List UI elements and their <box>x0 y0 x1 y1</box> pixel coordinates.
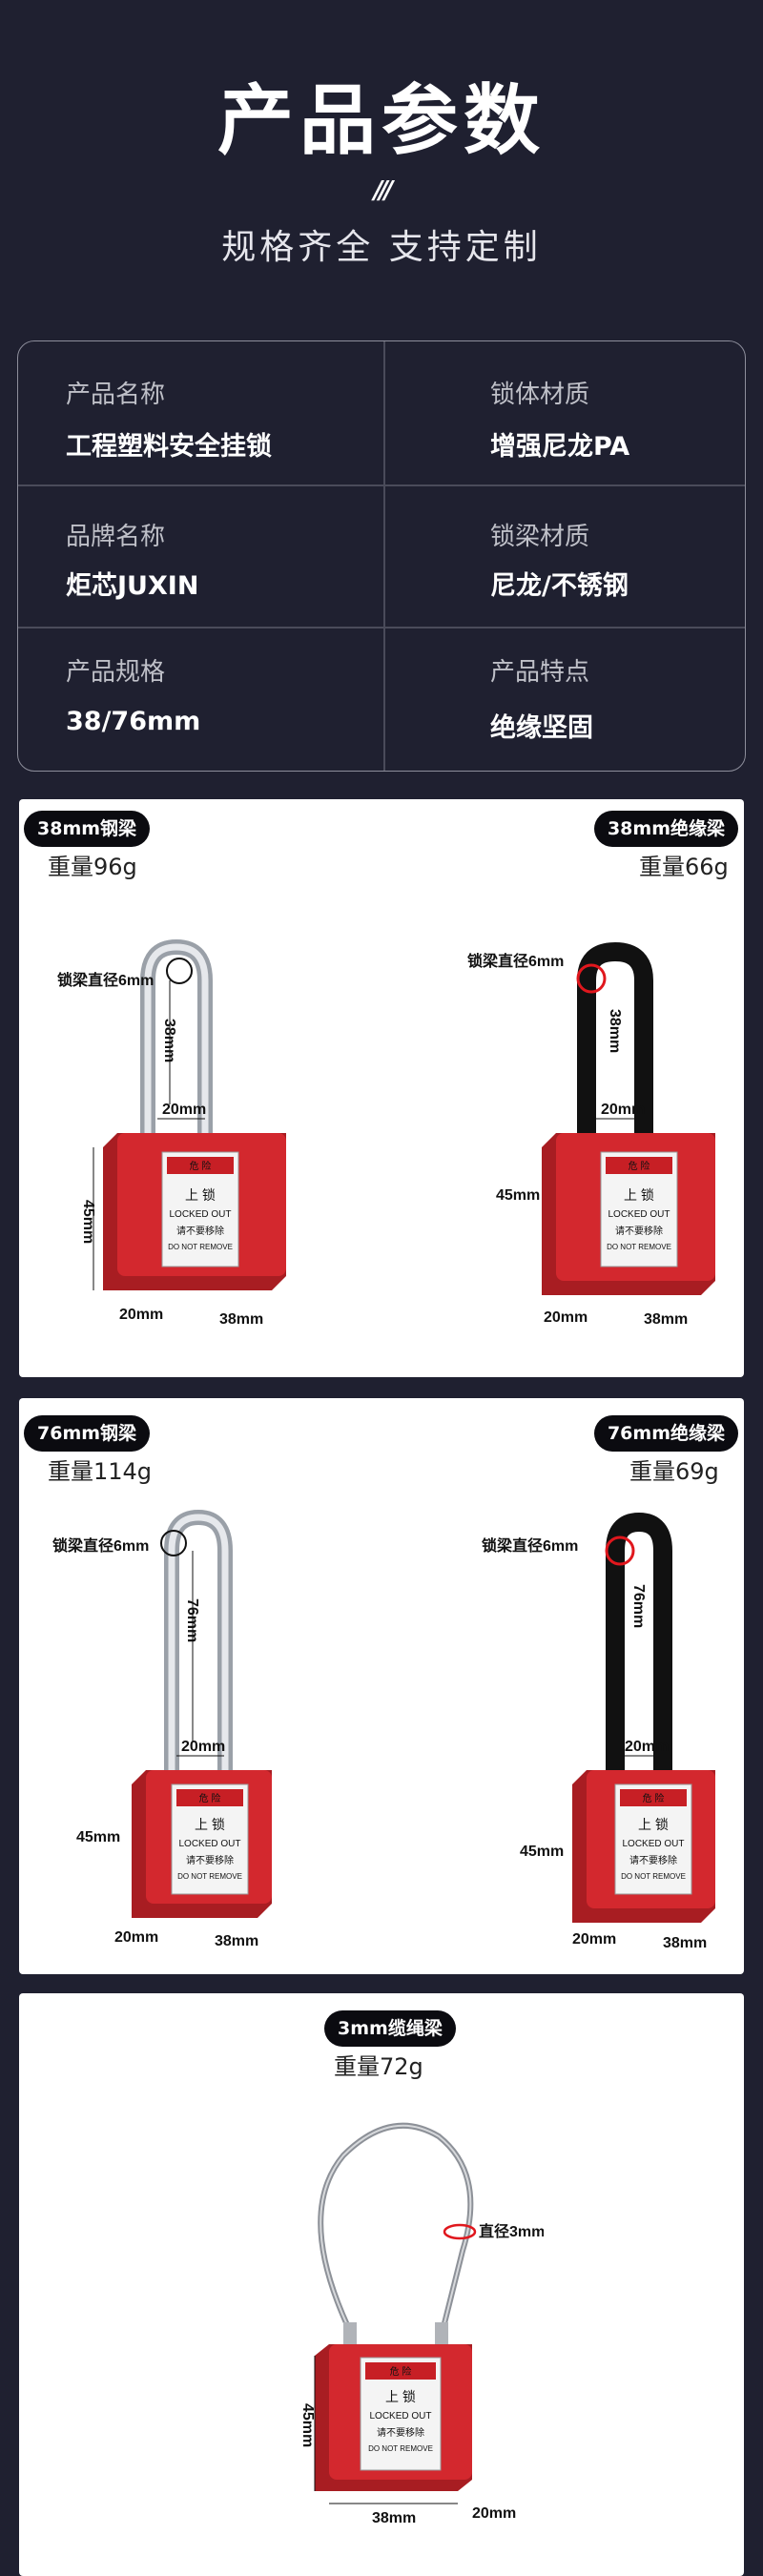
danger-cn-label: 危 险 <box>390 2365 412 2378</box>
remove-en-label: DO NOT REMOVE <box>607 1243 671 1251</box>
body-height-label: 45mm <box>520 1844 564 1860</box>
lock-38mm-steel-illustration: 锁梁直径6mm 38mm 20mm 危 险 上 锁 LOCKED OUT 请不要… <box>57 938 286 1328</box>
body-depth-label: 20mm <box>119 1307 163 1323</box>
remove-cn-label: 请不要移除 <box>629 1854 677 1866</box>
locked-cn-label: 上 锁 <box>638 1817 669 1832</box>
remove-en-label: DO NOT REMOVE <box>168 1243 233 1251</box>
locked-cn-label: 上 锁 <box>385 2389 416 2404</box>
inner-width-label: 20mm <box>162 1102 206 1118</box>
badge-76mm-steel: 76mm钢梁 <box>24 1415 151 1452</box>
body-width-label: 38mm <box>372 2510 416 2526</box>
shackle-diameter-label: 锁梁直径6mm <box>52 1536 149 1555</box>
page-title: 产品参数 <box>217 76 546 165</box>
spec-label: 产品特点 <box>490 658 590 687</box>
body-width-label: 38mm <box>644 1311 688 1328</box>
spec-table: 产品名称 工程塑料安全挂锁 锁体材质 增强尼龙PA 品牌名称 炬芯JUXIN 锁… <box>17 340 746 772</box>
lock-76mm-insulated-illustration: 锁梁直径6mm 76mm 20mm 危 险 上 锁 LOCKED OUT 请不要… <box>482 1512 715 1951</box>
locked-cn-label: 上 锁 <box>185 1187 216 1203</box>
locked-cn-label: 上 锁 <box>624 1187 654 1203</box>
inner-width-label: 20mm <box>601 1102 645 1118</box>
lock-cable-illustration: 直径3mm 危 险 上 锁 LOCKED OUT 请不要移除 DO NOT RE… <box>299 2122 544 2526</box>
body-depth-label: 20mm <box>472 2505 516 2522</box>
inner-width-label: 20mm <box>625 1739 669 1755</box>
remove-en-label: DO NOT REMOVE <box>621 1872 686 1881</box>
shackle-diameter-label: 锁梁直径6mm <box>467 952 564 970</box>
locked-cn-label: 上 锁 <box>195 1817 225 1832</box>
spec-value: 绝缘坚固 <box>490 713 593 743</box>
danger-cn-label: 危 险 <box>190 1160 212 1172</box>
spec-value: 工程塑料安全挂锁 <box>66 432 272 462</box>
spec-label: 产品规格 <box>66 658 166 687</box>
page-subtitle: 规格齐全 支持定制 <box>221 228 542 267</box>
spec-value: 尼龙/不锈钢 <box>490 571 629 601</box>
spec-label: 锁梁材质 <box>490 523 590 551</box>
body-height-label: 45mm <box>76 1829 120 1845</box>
slash-decoration: /// <box>373 176 394 205</box>
spec-brand-name: 品牌名称 炬芯JUXIN <box>18 486 383 627</box>
remove-cn-label: 请不要移除 <box>377 2426 424 2439</box>
weight-76mm-steel: 重量114g <box>48 1458 153 1485</box>
divider <box>18 627 745 629</box>
spec-product-name: 产品名称 工程塑料安全挂锁 <box>18 341 383 484</box>
spec-label: 产品名称 <box>66 381 166 409</box>
spec-product-feature: 产品特点 绝缘坚固 <box>385 629 745 771</box>
body-width-label: 38mm <box>663 1935 707 1951</box>
danger-cn-label: 危 险 <box>643 1792 665 1804</box>
body-depth-label: 20mm <box>572 1931 616 1947</box>
panel-38mm: 38mm钢梁 重量96g 38mm绝缘梁 重量66g 锁梁直径6mm 38mm … <box>19 799 744 1377</box>
body-width-label: 38mm <box>215 1933 258 1949</box>
body-width-label: 38mm <box>219 1311 263 1328</box>
shackle-height-label: 76mm <box>184 1598 200 1642</box>
body-depth-label: 20mm <box>544 1309 588 1326</box>
panel-cable: 3mm缆绳梁 重量72g 直径3mm 危 险 上 锁 LOCKED OUT 请不… <box>19 1993 744 2576</box>
cable-diameter-label: 直径3mm <box>479 2222 544 2240</box>
body-height-label: 45mm <box>80 1200 96 1244</box>
shackle-height-label: 38mm <box>607 1009 623 1053</box>
body-depth-label: 20mm <box>114 1929 158 1946</box>
divider <box>383 341 385 771</box>
spec-product-size: 产品规格 38/76mm <box>18 629 383 771</box>
body-height-label: 45mm <box>299 2403 316 2447</box>
remove-en-label: DO NOT REMOVE <box>177 1872 242 1881</box>
badge-38mm-insulated: 38mm绝缘梁 <box>593 811 738 847</box>
spec-label: 锁体材质 <box>490 381 590 409</box>
danger-cn-label: 危 险 <box>629 1160 650 1172</box>
weight-76mm-insulated: 重量69g <box>629 1458 719 1485</box>
lock-38mm-insulated-illustration: 锁梁直径6mm 38mm 20mm 危 险 上 锁 LOCKED OUT 请不要… <box>467 941 715 1328</box>
header: 产品参数 /// 规格齐全 支持定制 <box>0 0 763 305</box>
weight-cable: 重量72g <box>334 2053 423 2080</box>
locked-en-label: LOCKED OUT <box>608 1209 670 1220</box>
remove-cn-label: 请不要移除 <box>176 1225 224 1237</box>
locked-en-label: LOCKED OUT <box>622 1839 684 1849</box>
spec-value: 38/76mm <box>66 707 201 736</box>
panel-76mm: 76mm钢梁 重量114g 76mm绝缘梁 重量69g 锁梁直径6mm 76mm… <box>19 1398 744 1974</box>
remove-cn-label: 请不要移除 <box>615 1225 663 1237</box>
spec-label: 品牌名称 <box>66 523 166 551</box>
locked-en-label: LOCKED OUT <box>169 1209 231 1220</box>
locked-en-label: LOCKED OUT <box>369 2411 431 2421</box>
shackle-height-label: 76mm <box>630 1584 647 1628</box>
shackle-diameter-label: 锁梁直径6mm <box>57 971 154 989</box>
weight-38mm-steel: 重量96g <box>48 854 137 880</box>
spec-value: 增强尼龙PA <box>490 432 630 462</box>
inner-width-label: 20mm <box>181 1739 225 1755</box>
badge-38mm-steel: 38mm钢梁 <box>24 811 151 847</box>
shackle-height-label: 38mm <box>161 1019 177 1062</box>
body-height-label: 45mm <box>496 1187 540 1204</box>
shackle-diameter-label: 锁梁直径6mm <box>482 1536 578 1555</box>
locked-en-label: LOCKED OUT <box>178 1839 240 1849</box>
badge-cable: 3mm缆绳梁 <box>324 2010 456 2047</box>
badge-76mm-insulated: 76mm绝缘梁 <box>593 1415 738 1452</box>
remove-en-label: DO NOT REMOVE <box>368 2444 433 2453</box>
danger-cn-label: 危 险 <box>199 1792 221 1804</box>
remove-cn-label: 请不要移除 <box>186 1854 234 1866</box>
divider <box>18 484 745 486</box>
spec-value: 炬芯JUXIN <box>66 571 199 601</box>
spec-body-material: 锁体材质 增强尼龙PA <box>385 341 745 484</box>
weight-38mm-insulated: 重量66g <box>639 854 729 880</box>
lock-76mm-steel-illustration: 锁梁直径6mm 76mm 20mm 危 险 上 锁 LOCKED OUT 请不要… <box>52 1509 272 1949</box>
spec-shackle-material: 锁梁材质 尼龙/不锈钢 <box>385 486 745 627</box>
